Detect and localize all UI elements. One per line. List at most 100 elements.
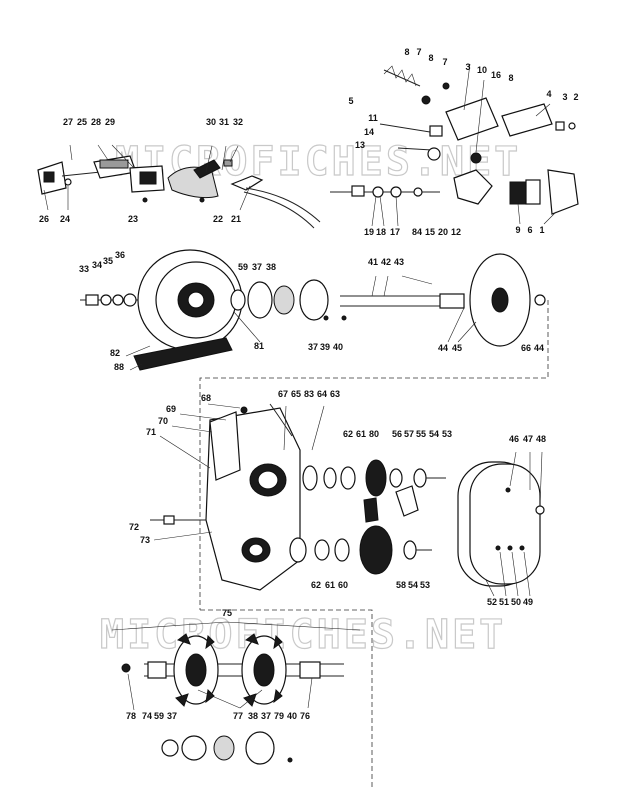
caliper-plate-1 <box>547 169 579 215</box>
cover-bolt-49 <box>519 545 525 551</box>
callout-84: 84 <box>412 227 422 237</box>
brake-linkage-assembly <box>330 63 579 227</box>
callout-1: 1 <box>539 225 544 235</box>
callout-58: 58 <box>396 580 406 590</box>
leader-18 <box>379 195 385 227</box>
callout-13: 13 <box>355 140 365 150</box>
spring-7 <box>383 69 421 87</box>
callout-36: 36 <box>115 250 125 260</box>
lower-bearing <box>248 543 264 557</box>
lever-mount-block <box>139 171 157 185</box>
callout-40b: 40 <box>287 711 297 721</box>
leader-76 <box>307 677 313 709</box>
sprocket-77a-hub <box>185 653 207 687</box>
callout-43: 43 <box>394 257 404 267</box>
callout-35: 35 <box>103 256 113 266</box>
callout-3b: 3 <box>562 92 567 102</box>
leader-71 <box>159 435 211 469</box>
callout-88: 88 <box>114 362 124 372</box>
drive-pulley-assembly <box>80 249 546 371</box>
assembly-path-bottom <box>200 609 373 790</box>
callout-9: 9 <box>515 225 520 235</box>
leader-64 <box>311 405 325 451</box>
shaft-42 <box>340 295 440 307</box>
leader-4 <box>535 103 551 117</box>
flange-37d <box>245 731 275 765</box>
callout-63: 63 <box>330 389 340 399</box>
leader-17 <box>395 195 399 227</box>
drive-sprocket-left <box>173 633 219 707</box>
leader-46 <box>509 451 517 487</box>
bearing-38b <box>213 735 235 761</box>
callout-37a: 37 <box>252 262 262 272</box>
callout-7a: 7 <box>416 47 421 57</box>
callout-65: 65 <box>291 389 301 399</box>
leader-68 <box>207 403 241 409</box>
chaincase-assembly <box>150 403 446 591</box>
callout-5: 5 <box>348 96 353 106</box>
callout-82: 82 <box>110 348 120 358</box>
pulley-bore <box>187 291 205 309</box>
callout-78: 78 <box>126 711 136 721</box>
leader-30 <box>205 145 213 173</box>
bushing-80 <box>340 466 356 490</box>
callout-20: 20 <box>438 227 448 237</box>
brake-lever-arm <box>245 187 321 223</box>
callout-6: 6 <box>527 225 532 235</box>
chain-60 <box>363 497 379 523</box>
brake-pad-6 <box>525 179 541 205</box>
washer-18 <box>372 186 384 198</box>
washer-61b <box>314 539 330 561</box>
cover-bolt-51 <box>495 545 501 551</box>
nut-8b <box>442 82 450 90</box>
washer-54b <box>403 540 417 560</box>
callout-62b: 62 <box>311 580 321 590</box>
sprocket-77b-teeth <box>243 633 283 707</box>
spacer-62b <box>289 537 307 563</box>
axle-spline <box>299 661 321 679</box>
leader-44 <box>447 307 465 343</box>
callout-2: 2 <box>573 92 578 102</box>
callout-11: 11 <box>368 113 378 123</box>
callout-34: 34 <box>92 260 102 270</box>
leader-1 <box>543 211 557 225</box>
small-bolt <box>142 197 148 203</box>
bolt-head-19 <box>351 185 365 197</box>
callout-3: 3 <box>465 62 470 72</box>
leader-67 <box>283 405 287 451</box>
callout-64: 64 <box>317 389 327 399</box>
leader-27 <box>69 144 73 161</box>
callout-46: 46 <box>509 434 519 444</box>
callout-22: 22 <box>213 214 223 224</box>
shaft-13 <box>397 147 433 151</box>
bearing-37 <box>247 281 273 319</box>
callout-33: 33 <box>79 264 89 274</box>
callout-39a: 39 <box>320 342 330 352</box>
callout-53a: 53 <box>442 429 452 439</box>
callout-24: 24 <box>60 214 70 224</box>
callout-19: 19 <box>364 227 374 237</box>
cable-fitting <box>223 159 233 167</box>
washer-34 <box>100 294 112 306</box>
bearing-38 <box>273 285 295 315</box>
callout-12: 12 <box>451 227 461 237</box>
callout-53b: 53 <box>420 580 430 590</box>
callout-25: 25 <box>77 117 87 127</box>
leader-31 <box>221 145 227 171</box>
leader-42 <box>383 275 389 297</box>
bolt-33 <box>85 294 99 306</box>
callout-81: 81 <box>254 341 264 351</box>
leader-29 <box>111 144 135 169</box>
brake-lever-assembly <box>37 144 321 229</box>
callout-79: 79 <box>274 711 284 721</box>
callout-28: 28 <box>91 117 101 127</box>
callout-41: 41 <box>368 257 378 267</box>
nut-40b <box>287 757 293 763</box>
callout-42: 42 <box>381 257 391 267</box>
callout-55: 55 <box>416 429 426 439</box>
spacer-59 <box>230 289 246 311</box>
callout-66: 66 <box>521 343 531 353</box>
leader-88 <box>129 363 143 371</box>
tensioner-arm-55 <box>395 485 419 517</box>
